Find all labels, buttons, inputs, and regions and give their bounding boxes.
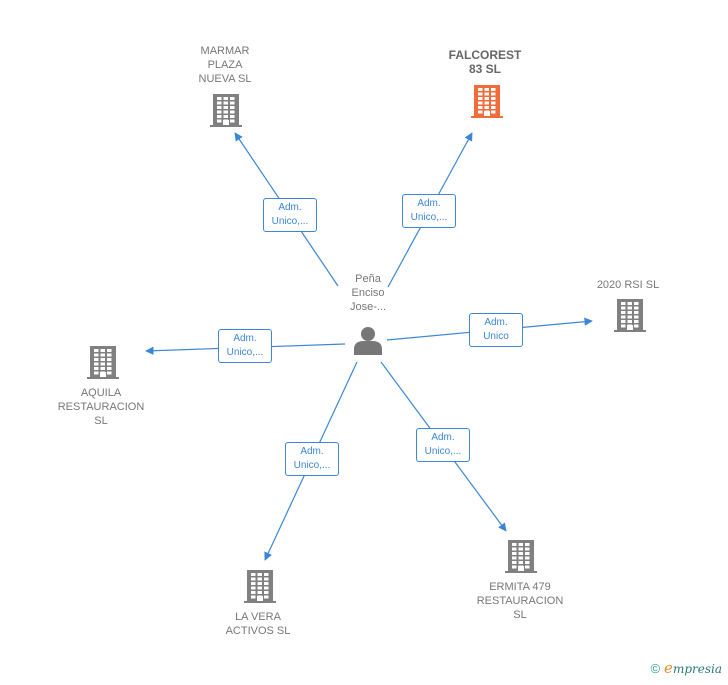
building-icon-ermita[interactable] bbox=[505, 540, 537, 573]
building-icon-marmar[interactable] bbox=[210, 94, 242, 127]
building-icon-lavera[interactable] bbox=[244, 570, 276, 603]
edge-label-ermita[interactable]: Adm. Unico,... bbox=[416, 428, 470, 462]
building-icon-aquila[interactable] bbox=[87, 346, 119, 379]
center-person-label[interactable]: Peña Enciso Jose-... bbox=[349, 273, 387, 313]
edge-label-falcorest[interactable]: Adm. Unico,... bbox=[402, 194, 456, 228]
copyright-symbol: © bbox=[650, 661, 661, 676]
company-label-rsi[interactable]: 2020 RSI SL bbox=[596, 279, 660, 291]
company-label-aquila[interactable]: AQUILA RESTAURACION SL bbox=[57, 387, 145, 427]
person-icon[interactable] bbox=[354, 327, 382, 355]
building-icon-falcorest[interactable] bbox=[471, 85, 503, 118]
building-icon-rsi[interactable] bbox=[614, 299, 646, 332]
company-label-lavera[interactable]: LA VERA ACTIVOS SL bbox=[225, 611, 291, 637]
footer-brand: ©empresia bbox=[650, 659, 722, 677]
edge-label-lavera[interactable]: Adm. Unico,... bbox=[285, 442, 339, 476]
company-label-falcorest[interactable]: FALCOREST 83 SL bbox=[448, 48, 522, 76]
brand-logo: empresia bbox=[664, 659, 722, 677]
company-label-ermita[interactable]: ERMITA 479 RESTAURACION SL bbox=[476, 581, 564, 621]
company-label-marmar[interactable]: MARMAR PLAZA NUEVA SL bbox=[198, 45, 252, 85]
nodes-layer bbox=[87, 85, 646, 603]
edge-label-rsi[interactable]: Adm. Unico bbox=[469, 313, 523, 347]
edge-label-marmar[interactable]: Adm. Unico,... bbox=[263, 198, 317, 232]
edge-label-aquila[interactable]: Adm. Unico,... bbox=[218, 329, 272, 363]
